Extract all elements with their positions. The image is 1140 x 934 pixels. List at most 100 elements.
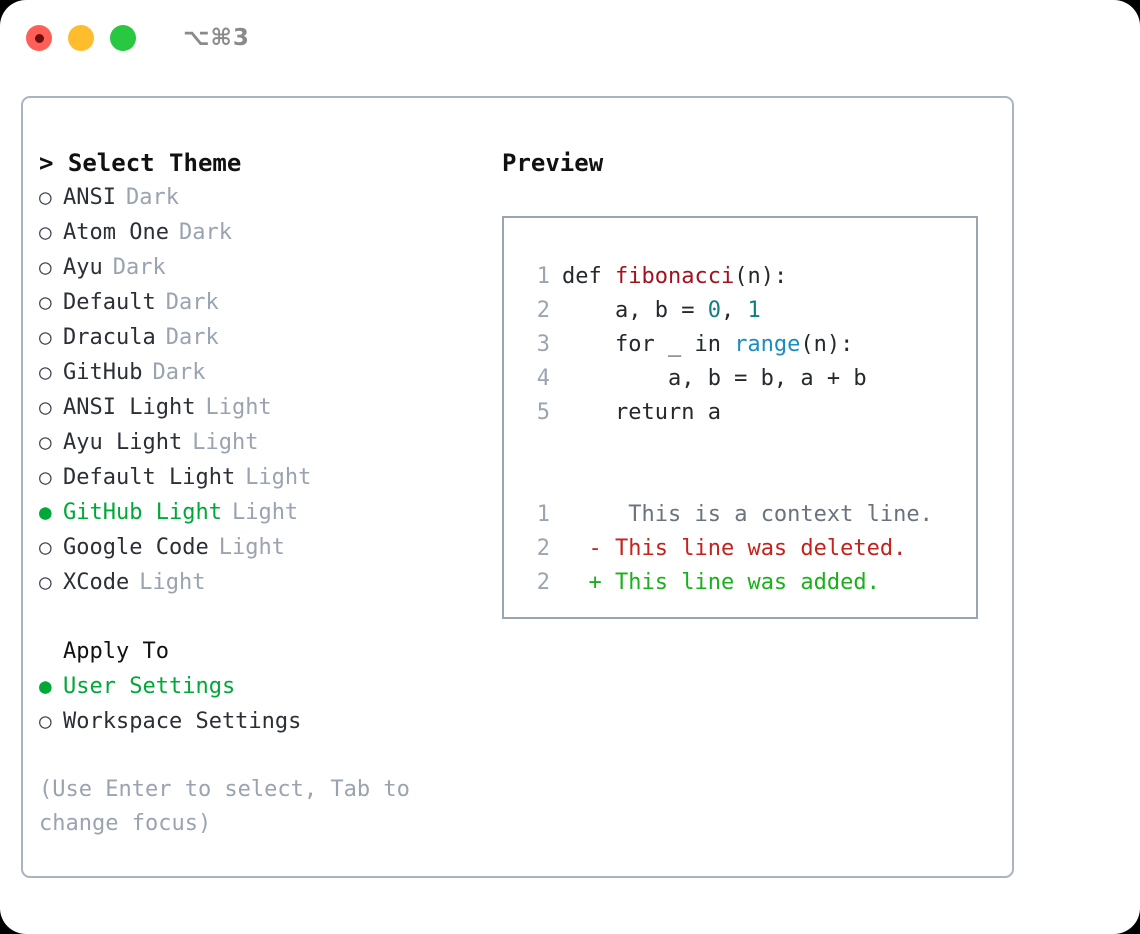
- preview-title: Preview: [502, 149, 604, 177]
- theme-item-label: Atom One: [63, 220, 169, 245]
- radio-unselected-icon: ○: [39, 465, 52, 489]
- line-number: 1: [536, 502, 550, 527]
- theme-item-label: XCode: [63, 570, 130, 595]
- theme-item-11[interactable]: ○ XCode Light: [39, 565, 499, 600]
- theme-item-tag: Dark: [165, 325, 219, 350]
- shortcut-label: ⌥⌘3: [183, 25, 250, 51]
- theme-item-tag: Dark: [152, 360, 206, 385]
- line-number: 2: [536, 570, 550, 595]
- zoom-button[interactable]: [110, 25, 136, 51]
- token-plain: a, b = b, a + b: [562, 366, 867, 391]
- theme-item-tag: Light: [245, 465, 312, 490]
- radio-selected-icon: ●: [39, 674, 52, 698]
- close-button[interactable]: [26, 25, 52, 51]
- theme-item-6[interactable]: ○ ANSI Light Light: [39, 390, 499, 425]
- apply-to-heading: ○ Apply To: [39, 634, 499, 669]
- token-plain: (n):: [800, 332, 854, 357]
- theme-item-label: ANSI Light: [63, 395, 196, 420]
- theme-item-tag: Dark: [178, 220, 232, 245]
- theme-item-label: Dracula: [63, 325, 156, 350]
- code-text: a, b = 0, 1: [562, 294, 761, 328]
- theme-item-label: ANSI: [63, 185, 116, 210]
- diff-sample: 1 This is a context line.2 - This line w…: [504, 498, 976, 600]
- spacer: [39, 600, 499, 634]
- token-fn: fibonacci: [614, 264, 735, 289]
- theme-item-tag: Dark: [165, 290, 219, 315]
- radio-selected-icon: ●: [39, 500, 52, 524]
- apply-item-0[interactable]: ● User Settings: [39, 669, 499, 704]
- radio-unselected-icon: ○: [39, 220, 52, 244]
- code-text: a, b = b, a + b: [562, 362, 867, 396]
- apply-to-title: Apply To: [63, 639, 169, 664]
- theme-item-5[interactable]: ○ GitHub Dark: [39, 355, 499, 390]
- title-bar: ⌥⌘3: [0, 0, 1140, 76]
- recording-indicator-icon: [34, 33, 44, 43]
- theme-item-tag: Dark: [125, 185, 179, 210]
- theme-item-label: Default: [63, 290, 156, 315]
- keyboard-hint: (Use Enter to select, Tab to change focu…: [39, 777, 424, 836]
- code-line: 2 a, b = 0, 1: [504, 294, 976, 328]
- radio-unselected-icon: ○: [39, 535, 52, 559]
- theme-item-tag: Light: [205, 395, 272, 420]
- theme-item-tag: Dark: [112, 255, 166, 280]
- theme-item-3[interactable]: ○ Default Dark: [39, 285, 499, 320]
- code-text: def fibonacci(n):: [562, 260, 787, 294]
- spacer: [504, 430, 976, 464]
- spacer: [504, 464, 976, 498]
- code-text: return a: [562, 396, 721, 430]
- token-plain: (n):: [734, 264, 788, 289]
- theme-item-tag: Light: [231, 500, 299, 525]
- diff-sign: -: [562, 536, 602, 561]
- theme-item-label: Default Light: [63, 465, 236, 490]
- apply-item-1[interactable]: ○Workspace Settings: [39, 704, 499, 739]
- token-kw: return a: [562, 400, 721, 425]
- code-text: for _ in range(n):: [562, 328, 853, 362]
- radio-unselected-icon: ○: [39, 430, 52, 454]
- diff-line: 1 This is a context line.: [504, 498, 976, 532]
- theme-item-label: GitHub: [63, 360, 143, 385]
- minimize-button[interactable]: [68, 25, 94, 51]
- line-number: 5: [536, 400, 550, 425]
- theme-item-9[interactable]: ● GitHub Light Light: [39, 495, 499, 530]
- theme-item-label: Ayu: [63, 255, 103, 280]
- diff-sign: [562, 498, 602, 532]
- apply-item-label: User Settings: [63, 674, 236, 699]
- theme-item-tag: Light: [139, 570, 206, 595]
- radio-unselected-icon: ○: [39, 395, 52, 419]
- window-controls: [26, 25, 136, 51]
- spacer-marker: ○: [39, 634, 63, 668]
- token-kw: def: [562, 264, 615, 289]
- radio-unselected-icon: ○: [39, 570, 52, 594]
- radio-unselected-icon: ○: [39, 290, 52, 314]
- diff-line: 2 + This line was added.: [504, 566, 976, 600]
- token-num: 0: [707, 298, 721, 323]
- theme-item-8[interactable]: ○ Default Light Light: [39, 460, 499, 495]
- code-line: 4 a, b = b, a + b: [504, 362, 976, 396]
- apply-to-list[interactable]: ● User Settings ○Workspace Settings: [39, 669, 499, 739]
- theme-item-tag: Light: [192, 430, 259, 455]
- diff-text: This line was deleted.: [601, 536, 907, 561]
- line-number: 3: [536, 332, 550, 357]
- theme-item-label: GitHub Light: [63, 500, 222, 525]
- theme-item-1[interactable]: ○ Atom One Dark: [39, 215, 499, 250]
- radio-unselected-icon: ○: [39, 709, 52, 733]
- code-line: 5 return a: [504, 396, 976, 430]
- token-call: range: [734, 332, 801, 357]
- page-title: > Select Theme: [39, 149, 242, 177]
- radio-unselected-icon: ○: [39, 360, 52, 384]
- token-kw: for _ in: [562, 332, 735, 357]
- diff-line: 2 - This line was deleted.: [504, 532, 976, 566]
